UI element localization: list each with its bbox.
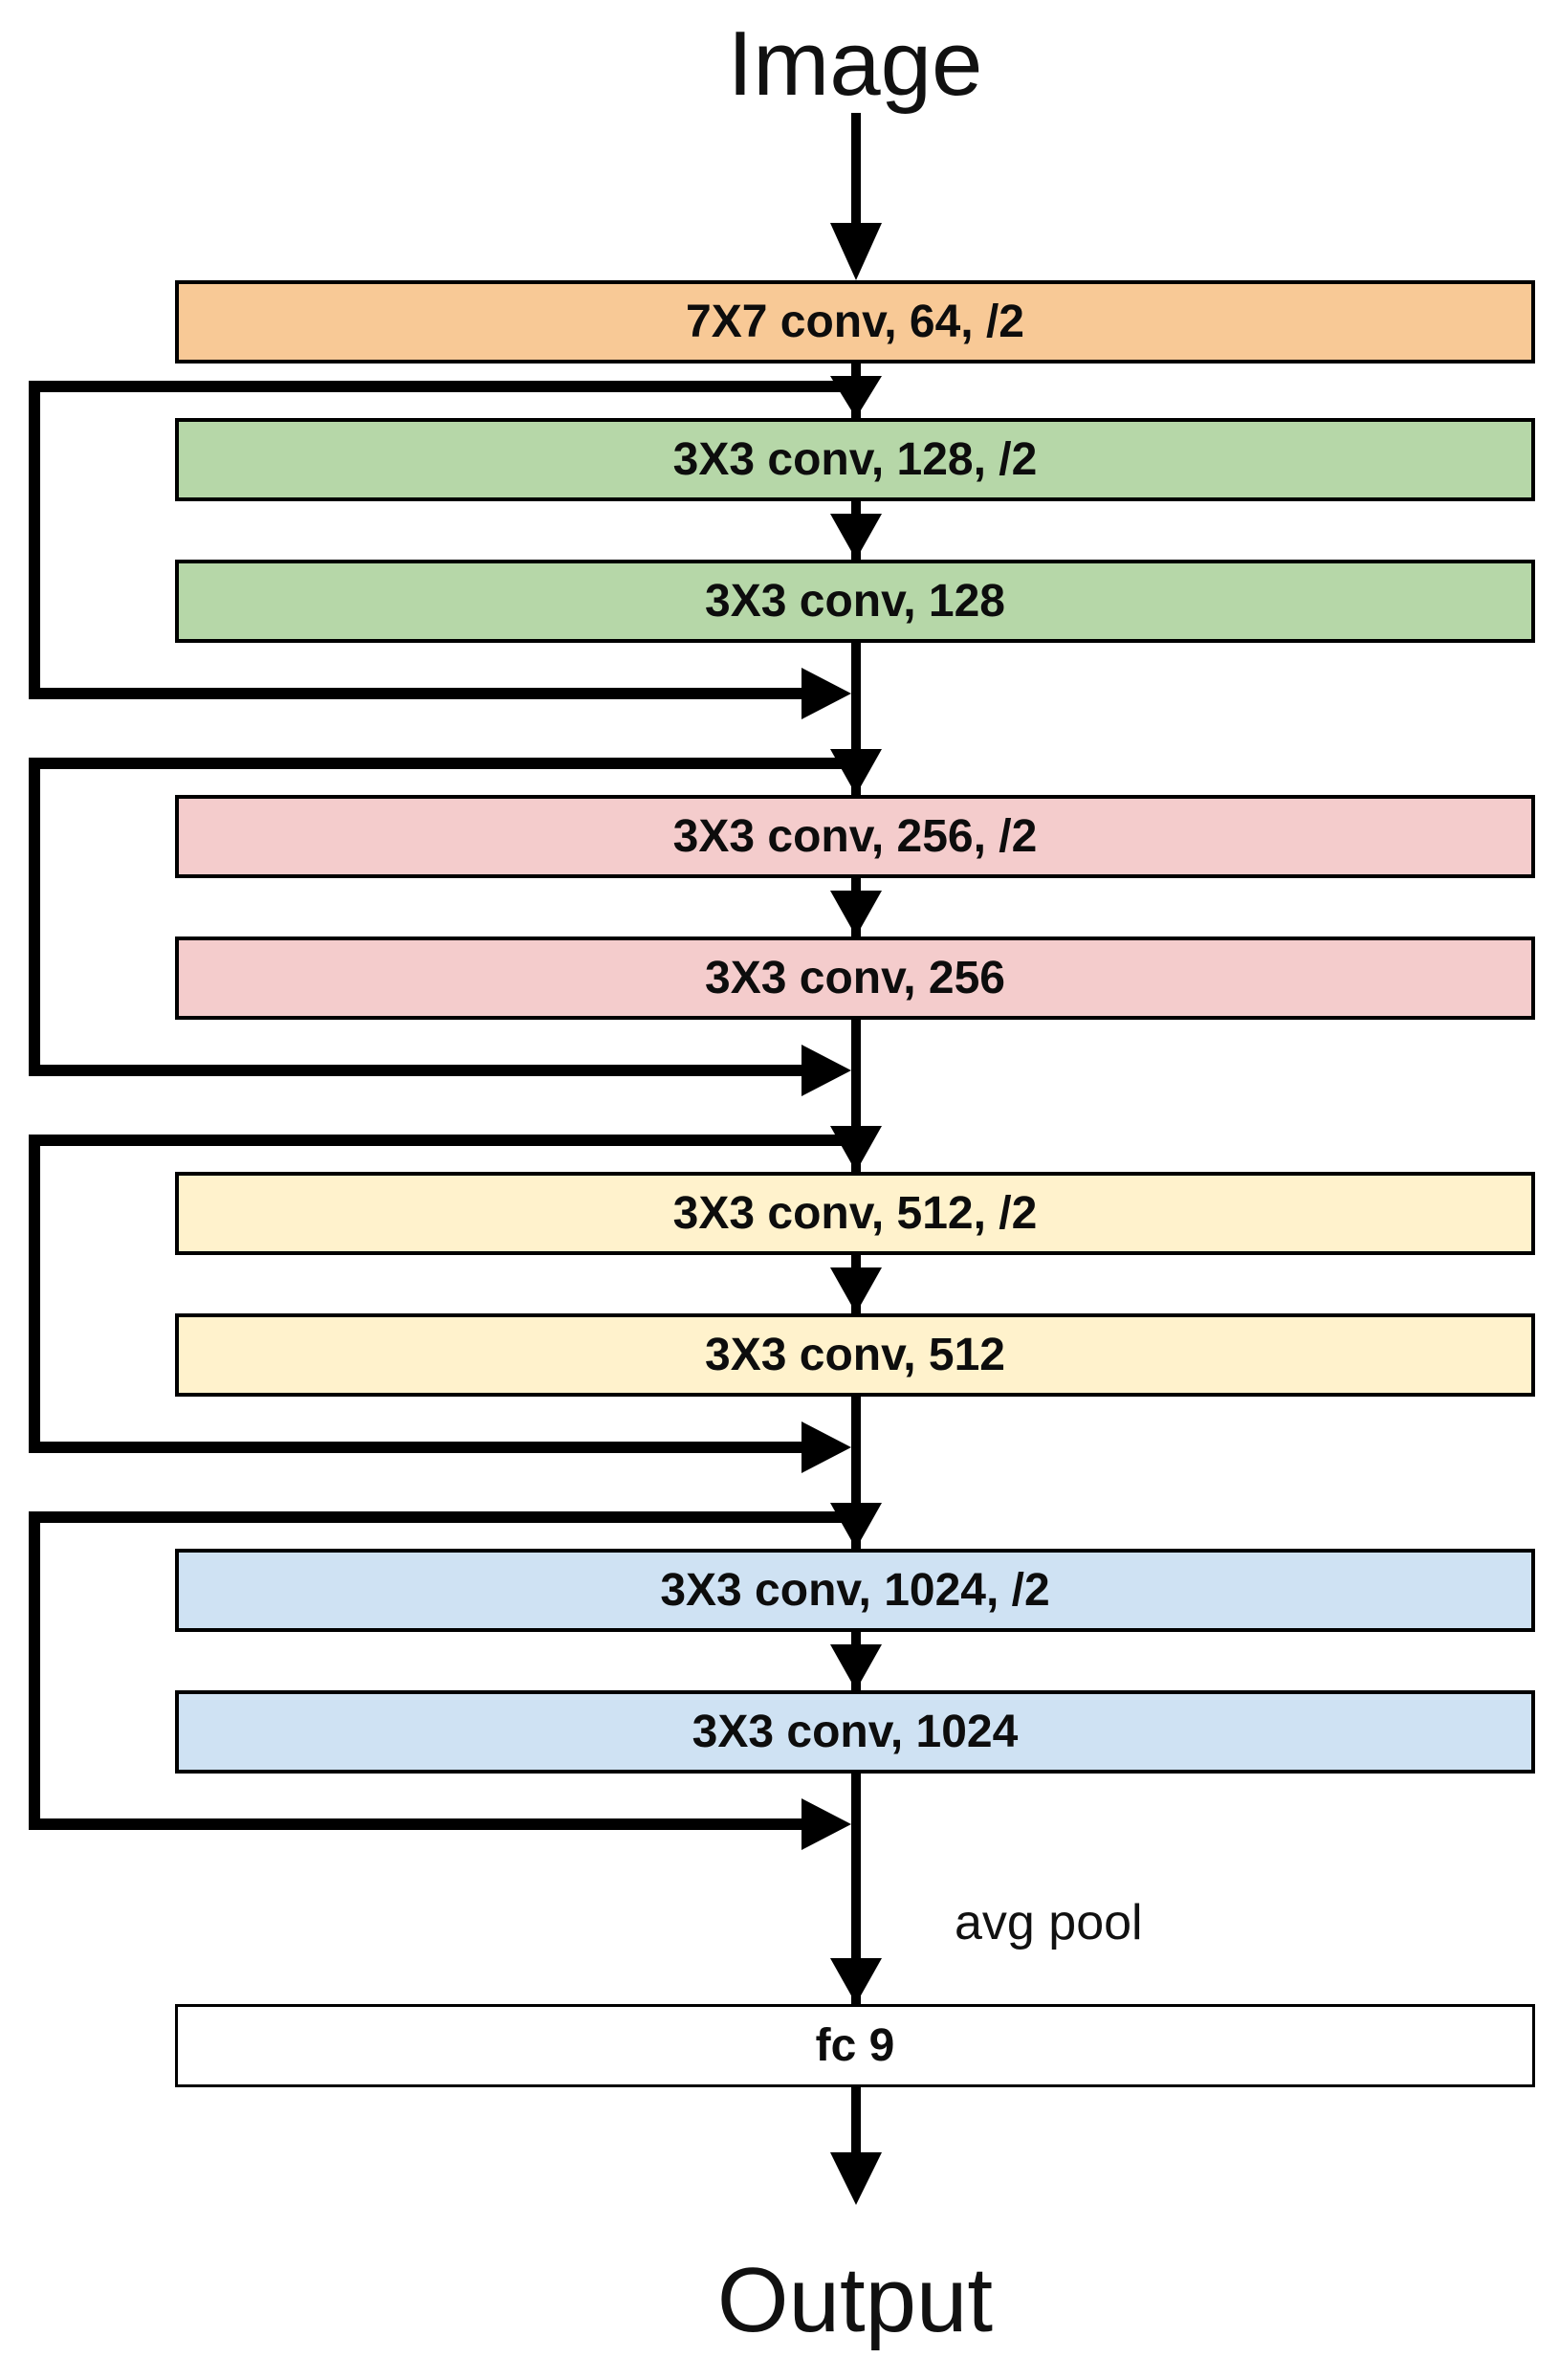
box-conv3x3-1024-s2-label: 3X3 conv, 1024, /2 [660, 1565, 1050, 1616]
box-conv3x3-256: 3X3 conv, 256 [175, 937, 1535, 1020]
skip3-tap-line [34, 1135, 851, 1146]
box-conv3x3-512-s2: 3X3 conv, 512, /2 [175, 1172, 1535, 1255]
down-arrowhead-6 [830, 1267, 882, 1313]
skip4-vertical-line [29, 1511, 40, 1830]
skip2-merge-line [34, 1065, 807, 1076]
flow-shaft-3 [851, 643, 861, 795]
skip2-vertical-line [29, 758, 40, 1076]
down-arrowhead-9 [830, 1958, 882, 2004]
down-arrowhead-1 [830, 376, 882, 418]
flow-shaft-output [851, 2087, 861, 2159]
box-conv3x3-1024-label: 3X3 conv, 1024 [692, 1707, 1019, 1757]
box-conv3x3-128-s2-label: 3X3 conv, 128, /2 [672, 434, 1038, 485]
down-arrowhead-2 [830, 514, 882, 560]
skip1-merge-line [34, 688, 807, 699]
box-conv7x7-64: 7X7 conv, 64, /2 [175, 280, 1535, 364]
box-conv3x3-128: 3X3 conv, 128 [175, 560, 1535, 643]
down-arrowhead-4 [830, 891, 882, 937]
skip1-vertical-line [29, 381, 40, 699]
skip1-merge-arrowhead [801, 668, 851, 719]
flow-shaft-5 [851, 1020, 861, 1172]
flow-shaft-input [851, 113, 861, 230]
down-arrowhead-5 [830, 1126, 882, 1172]
down-arrowhead-output [830, 2152, 882, 2205]
skip2-merge-arrowhead [801, 1045, 851, 1096]
flow-shaft-7 [851, 1397, 861, 1549]
box-conv3x3-512-label: 3X3 conv, 512 [705, 1330, 1005, 1380]
flow-shaft-9 [851, 1774, 861, 2004]
box-conv3x3-256-s2: 3X3 conv, 256, /2 [175, 795, 1535, 878]
box-conv3x3-128-label: 3X3 conv, 128 [705, 576, 1005, 627]
box-conv3x3-256-label: 3X3 conv, 256 [705, 953, 1005, 1003]
skip3-vertical-line [29, 1135, 40, 1453]
avg-pool-label: avg pool [955, 1895, 1143, 1950]
skip1-tap-line [34, 381, 851, 392]
skip4-merge-line [34, 1818, 807, 1830]
skip3-merge-arrowhead [801, 1421, 851, 1473]
box-conv3x3-128-s2: 3X3 conv, 128, /2 [175, 418, 1535, 501]
box-conv3x3-1024: 3X3 conv, 1024 [175, 1690, 1535, 1774]
box-conv3x3-512-s2-label: 3X3 conv, 512, /2 [672, 1188, 1038, 1239]
box-conv3x3-256-s2-label: 3X3 conv, 256, /2 [672, 811, 1038, 862]
box-conv3x3-512: 3X3 conv, 512 [175, 1313, 1535, 1397]
box-fc9-label: fc 9 [815, 2020, 895, 2071]
box-fc9: fc 9 [175, 2004, 1535, 2087]
output-title: Output [716, 2249, 994, 2351]
down-arrowhead-7 [830, 1503, 882, 1549]
down-arrowhead-8 [830, 1644, 882, 1690]
skip4-merge-arrowhead [801, 1798, 851, 1850]
box-conv3x3-1024-s2: 3X3 conv, 1024, /2 [175, 1549, 1535, 1632]
down-arrowhead-3 [830, 749, 882, 795]
skip4-tap-line [34, 1511, 851, 1523]
down-arrowhead-input [830, 223, 882, 280]
skip2-tap-line [34, 758, 851, 769]
box-conv7x7-64-label: 7X7 conv, 64, /2 [686, 297, 1024, 347]
skip3-merge-line [34, 1442, 807, 1453]
input-title: Image [727, 12, 983, 115]
